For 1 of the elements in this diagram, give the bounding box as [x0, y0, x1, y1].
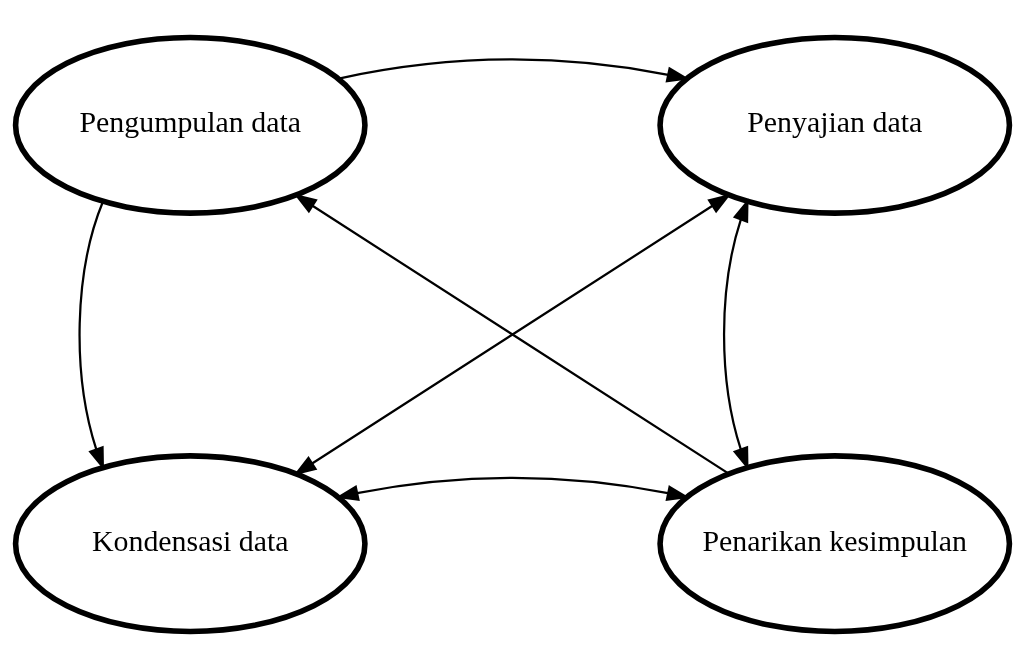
- node-ellipse: Penarikan kesimpulan: [657, 453, 1013, 635]
